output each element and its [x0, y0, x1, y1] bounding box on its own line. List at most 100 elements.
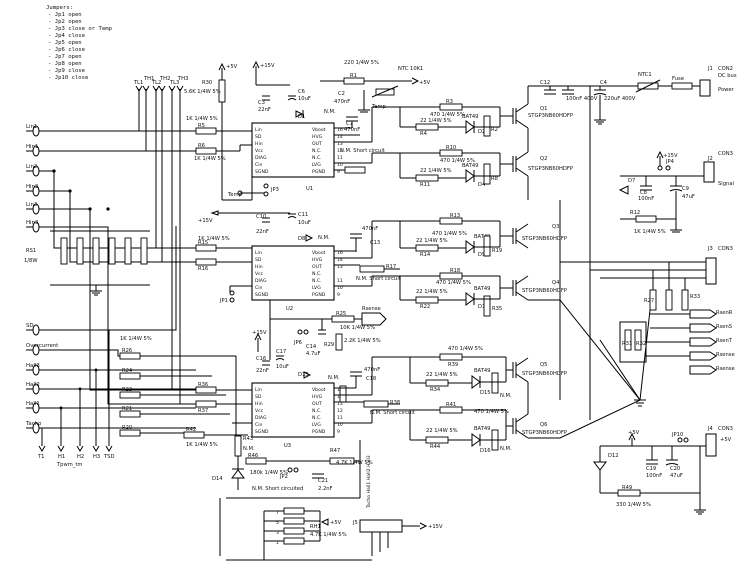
supply-label: +5V: [419, 80, 431, 86]
res-label: R32: [636, 341, 646, 347]
res-label: R29: [324, 342, 334, 348]
pin-num: 13: [337, 264, 343, 270]
res-label: R25: [336, 311, 346, 317]
conn-label: CON3: [718, 246, 733, 252]
res-label: R11: [420, 182, 430, 188]
res-label: R5: [198, 123, 205, 129]
res-value: 1K 1/4W 5%: [198, 236, 230, 242]
cap-value: 22nF: [256, 368, 269, 374]
res-label: R23: [122, 387, 132, 393]
res-value: 22 1/4W 5%: [420, 168, 452, 174]
pin-name: LVG: [312, 422, 321, 428]
bat-label: BAT49: [462, 114, 478, 120]
pin-label: TH2: [159, 76, 170, 82]
res-label: R20: [122, 425, 132, 431]
out-label: RsenT: [716, 338, 733, 344]
pin-name: DIAG: [255, 155, 267, 161]
cap-value: 47uF: [670, 473, 683, 479]
conn-label: Signal: [718, 181, 734, 187]
terminal-label: T1: [37, 454, 44, 460]
input-resistors: R5 1K 1/4W 5% R6 1K 1/4W 5% R15 1K 1/4W …: [119, 116, 230, 448]
res-value: 220 1/4W 5%: [344, 60, 379, 66]
res-label: R39: [448, 362, 458, 368]
terminal-label: H3: [93, 454, 100, 460]
res-label: R2: [491, 127, 498, 133]
res-value: 5.6K 1/4W 5%: [184, 89, 221, 95]
supply-label: +15V: [252, 330, 267, 336]
jumper-line: - Jp10 close: [48, 75, 89, 81]
res-value: 1K 1/4W 5%: [120, 336, 152, 342]
input-label: Overcurrent: [26, 343, 58, 349]
cap-value: 2.2nF: [318, 486, 333, 492]
cap-value: 10uF: [276, 364, 289, 370]
cap-label: C3: [258, 100, 265, 106]
transistor-label: Q4: [552, 280, 560, 286]
res-label: R19: [492, 248, 502, 254]
cap-value: 10uF: [298, 96, 311, 102]
res-label: R34: [430, 387, 441, 393]
jumper-line: - Jp8 open: [48, 61, 82, 67]
pin-name: Hin: [255, 264, 263, 270]
pin-num: 11: [337, 155, 343, 161]
terminal-label: TSD: [103, 454, 114, 460]
pin-label: TL1: [133, 80, 143, 86]
res-label: R47: [330, 448, 340, 454]
res-label: R38: [390, 400, 400, 406]
cap-value: 4.7uF: [306, 351, 321, 357]
rsense-label: Rsense: [362, 306, 381, 312]
input-label: Hin3: [26, 220, 38, 226]
cap-value: 100nF 400V: [566, 96, 598, 102]
conn-label: J1: [707, 66, 713, 72]
diode-label: D4: [478, 182, 486, 188]
res-label: RH1: [310, 524, 321, 530]
cap-label: C10: [256, 214, 266, 220]
pin-num: 13: [337, 401, 343, 407]
transistor-label: Q3: [552, 224, 559, 230]
pin-name: LVG: [312, 162, 321, 168]
cap-value: 470nF: [362, 226, 378, 232]
supply-label: +15V: [663, 153, 678, 159]
diode-label: D13: [298, 372, 309, 378]
res-value: 1K 1/4W 5%: [186, 442, 218, 448]
jumper-line: - Jp3 close or Temp: [48, 26, 113, 32]
res-label: R49: [622, 485, 632, 491]
igbt-label: STGP3NB60HDFP: [522, 288, 567, 294]
pin-num: 10: [337, 285, 343, 291]
cap-label: C21: [318, 478, 328, 484]
pin-num: 3: [276, 530, 279, 536]
cap-value: 220uF 400V: [604, 96, 636, 102]
pin-name: LVG: [312, 285, 321, 291]
cap-label: C12: [540, 80, 550, 86]
nm-label: N.M. Short circuit: [356, 276, 401, 282]
cap-value: 22nF: [258, 107, 271, 113]
pin-label: TL2: [151, 80, 161, 86]
pin-num: 7: [276, 510, 279, 516]
pin-num: 9: [337, 169, 340, 175]
pin-name: HVG: [312, 134, 323, 140]
res-label: R10: [446, 145, 456, 151]
input-label: Lin3: [26, 202, 37, 208]
pin-name: SD: [255, 394, 262, 400]
pin-num: 1: [276, 540, 279, 546]
pin-name: Lin: [255, 127, 262, 133]
res-label: R4: [420, 131, 428, 137]
ic-label: U3: [284, 443, 291, 449]
pin-name: HVG: [312, 394, 323, 400]
bat-label: BAT49: [474, 426, 490, 432]
conn-label: CON2: [718, 66, 733, 72]
pin-name: OUT: [312, 141, 322, 147]
temp-label: Temp: [227, 192, 243, 198]
res-value: 180k 1/4W 5%: [250, 470, 288, 476]
diode-label: D7: [628, 178, 635, 184]
supply-label: +5V: [330, 520, 342, 526]
nm-label: N.M.: [500, 446, 512, 452]
conn-label: Tacho Hall1 Hall2 Hall3: [366, 455, 372, 509]
pin-num: 12: [337, 148, 343, 154]
res-label: R24: [122, 368, 133, 374]
transistor-label: Q5: [540, 362, 547, 368]
diode-label: D15: [480, 390, 491, 396]
bat-label: BAT49: [474, 368, 490, 374]
pin-num: 16: [337, 250, 343, 256]
input-label: SD: [26, 323, 34, 329]
